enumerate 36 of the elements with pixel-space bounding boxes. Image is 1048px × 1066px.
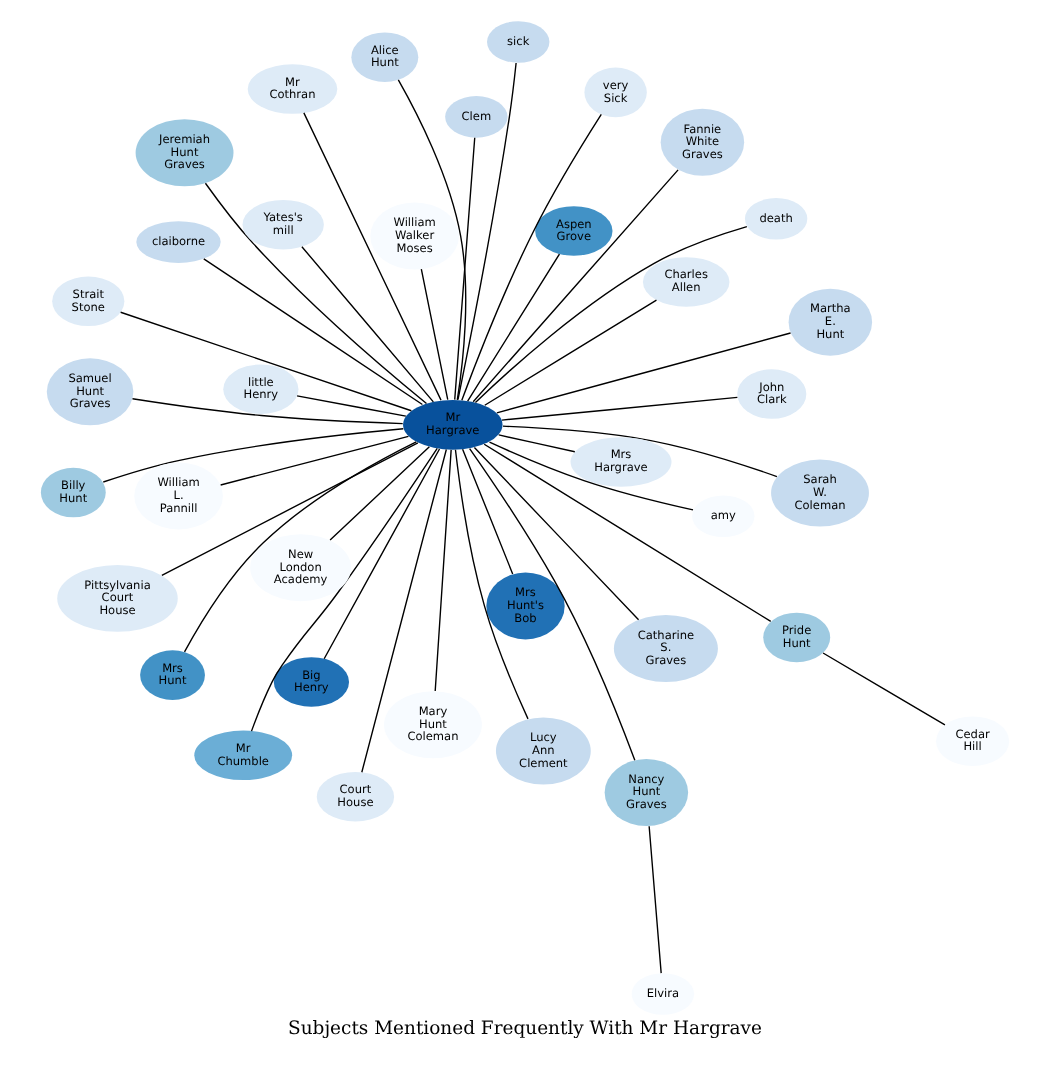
connector — [419, 268, 448, 401]
connector — [460, 113, 601, 401]
connector — [203, 182, 427, 405]
connector — [460, 448, 513, 575]
connector — [130, 398, 403, 425]
connector — [300, 246, 434, 403]
diagram-title: Subjects Mentioned Frequently With Mr Hargrave — [287, 1018, 761, 1041]
connector — [647, 825, 661, 974]
connector — [202, 258, 423, 406]
connector — [218, 435, 409, 486]
connector — [302, 112, 441, 401]
connector — [328, 446, 430, 541]
connector — [483, 299, 657, 406]
connector — [473, 225, 747, 404]
connector — [456, 62, 516, 401]
connector — [322, 448, 440, 660]
connector — [501, 425, 777, 478]
connector — [487, 441, 693, 511]
connector — [467, 447, 635, 762]
connector — [497, 434, 575, 453]
connector — [453, 137, 475, 401]
connector — [472, 446, 639, 621]
connector — [482, 443, 771, 623]
connector — [101, 428, 403, 483]
connector — [295, 395, 406, 417]
connector — [821, 652, 945, 726]
connector — [495, 332, 791, 414]
connector — [471, 169, 678, 403]
connector — [465, 253, 560, 402]
connector — [182, 441, 416, 653]
connector — [396, 79, 466, 401]
connector — [433, 449, 451, 692]
connector — [500, 396, 738, 421]
connector — [453, 449, 528, 720]
connector — [160, 442, 418, 577]
connector — [360, 448, 447, 773]
